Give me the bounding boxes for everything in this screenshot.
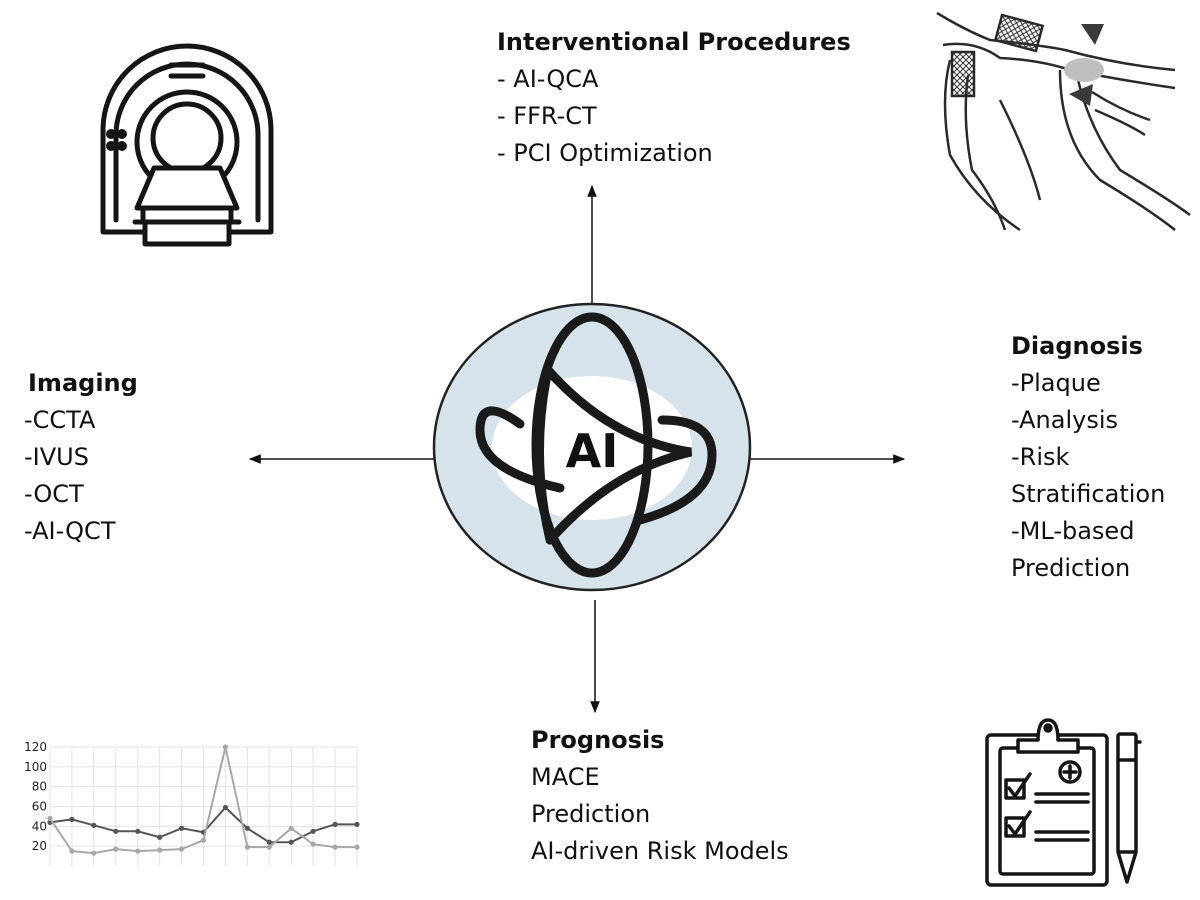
diagnosis-block: Diagnosis -Plaque -Analysis -Risk Strati…: [1011, 328, 1165, 587]
diagnosis-item: Prediction: [1011, 554, 1131, 582]
chart-point: [69, 816, 75, 822]
chart-point: [354, 821, 360, 827]
imaging-item: -CCTA: [24, 406, 96, 434]
diagnosis-item: -Analysis: [1011, 406, 1119, 434]
chart-y-tick-label: 40: [32, 819, 47, 833]
prognosis-item: Prediction: [531, 800, 651, 828]
chart-point: [332, 844, 338, 850]
chart-y-tick-label: 60: [32, 800, 47, 814]
ai-hub: AI: [432, 302, 752, 592]
chart-point: [244, 825, 250, 831]
diagnosis-item: -Plaque: [1011, 369, 1101, 397]
diagnosis-heading: Diagnosis: [1011, 332, 1143, 360]
chart-point: [266, 844, 272, 850]
coronary-vessel-stent-illustration: [936, 11, 1191, 232]
chart-point: [113, 846, 119, 852]
atom-icon: [475, 312, 717, 578]
imaging-item: -IVUS: [24, 443, 89, 471]
imaging-block: Imaging -CCTA -IVUS -OCT -AI-QCT: [24, 365, 138, 550]
interventional-item: - FFR-CT: [497, 102, 597, 130]
prognosis-heading: Prognosis: [531, 726, 665, 754]
chart-point: [135, 828, 141, 834]
chart-y-tick-label: 80: [32, 780, 47, 794]
imaging-heading: Imaging: [28, 369, 138, 397]
chart-point: [244, 844, 250, 850]
chart-point: [69, 848, 75, 854]
chart-point: [288, 839, 294, 845]
chart-point: [288, 825, 294, 831]
chart-point: [354, 844, 360, 850]
chart-point: [91, 850, 97, 856]
chart-y-tick-label: 100: [24, 760, 47, 774]
interventional-heading: Interventional Procedures: [497, 28, 851, 56]
chart-point: [310, 828, 316, 834]
chart-point: [222, 804, 229, 811]
chart-point: [157, 847, 163, 853]
diagnosis-item: -ML-based: [1011, 517, 1135, 545]
chart-point: [157, 834, 163, 840]
prognosis-item: MACE: [531, 763, 600, 791]
interventional-block: Interventional Procedures - AI-QCA - FFR…: [497, 24, 851, 172]
chart-point: [178, 825, 185, 831]
ai-label: AI: [566, 424, 619, 478]
chart-point: [178, 846, 185, 852]
chart-point: [310, 841, 316, 847]
chart-point: [113, 828, 119, 834]
chart-point: [266, 839, 272, 845]
chart-point: [222, 744, 229, 750]
chart-point: [47, 815, 53, 822]
chart-point: [200, 837, 207, 843]
chart-point: [135, 848, 141, 854]
imaging-item: -OCT: [24, 480, 84, 508]
diagnosis-item: -Risk: [1011, 443, 1070, 471]
line-chart-icon: 120 100 80 60 40 20: [24, 740, 360, 866]
chart-y-tick-label: 20: [32, 839, 47, 853]
diagnosis-item: Stratification: [1011, 480, 1166, 508]
chart-point: [91, 822, 97, 828]
chart-y-tick-label: 120: [24, 740, 47, 754]
interventional-item: - AI-QCA: [497, 65, 599, 93]
imaging-item: -AI-QCT: [24, 517, 116, 545]
prognosis-item: AI-driven Risk Models: [531, 837, 789, 865]
interventional-item: - PCI Optimization: [497, 139, 713, 167]
prognosis-block: Prognosis MACE Prediction AI-driven Risk…: [531, 722, 789, 870]
ct-scanner-icon: [100, 43, 274, 247]
medical-checklist-clipboard-icon: [985, 718, 1142, 887]
chart-point: [332, 821, 338, 827]
